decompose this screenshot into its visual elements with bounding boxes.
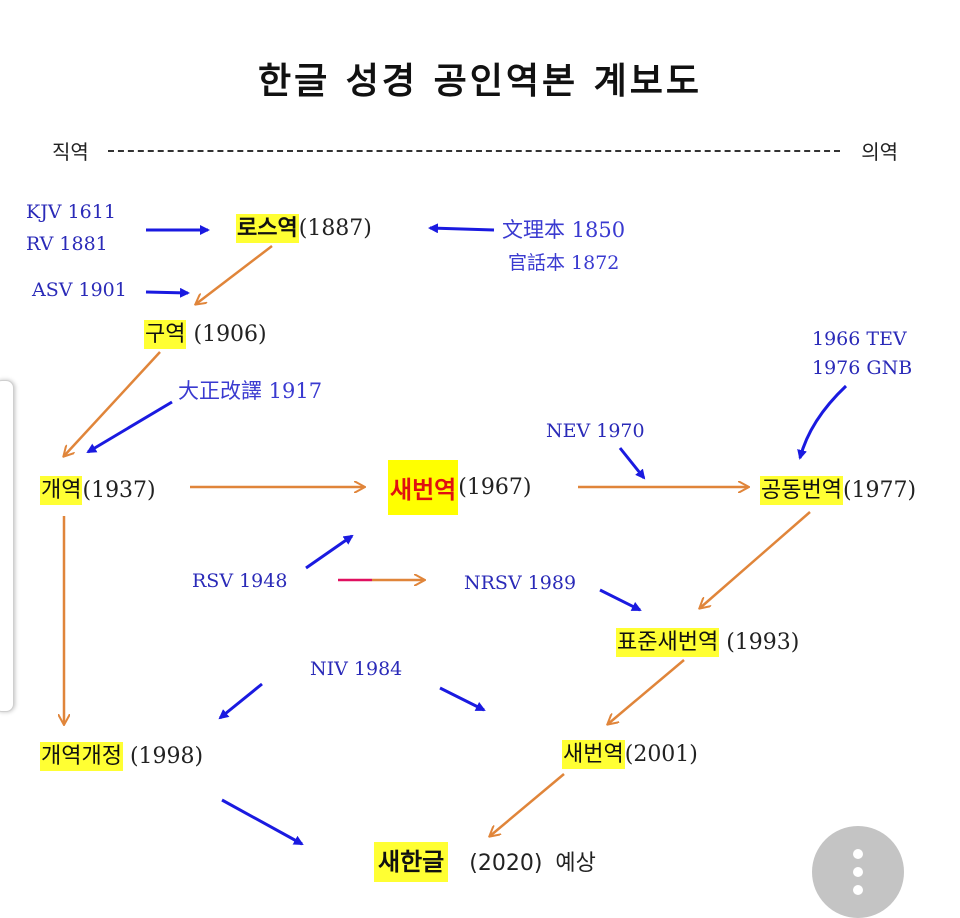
arrow-niv-to-revised2: [218, 682, 263, 720]
node-standard: 표준새번역 (1993): [616, 624, 800, 657]
node-revised-year: (1937): [82, 478, 156, 503]
axis-label-dynamic: 의역: [861, 140, 898, 164]
literal-dynamic-axis: 직역 의역: [52, 136, 898, 166]
arrow-taisho-to-revised: [86, 400, 173, 454]
node-old: 구역 (1906): [144, 316, 267, 349]
arrow-nrsv-to-standard: [599, 588, 642, 612]
node-common-year: (1977): [842, 478, 917, 503]
node-common-name: 공동번역: [760, 476, 843, 505]
node-new: 새번역(1967): [388, 460, 531, 515]
source-mandarin: 官話本 1872: [508, 252, 620, 274]
arrow-old-to-revised: [64, 351, 161, 456]
node-new-name: 새번역: [388, 460, 459, 515]
arrow-niv-to-new2: [439, 686, 486, 712]
node-new2: 새번역(2001): [562, 736, 698, 769]
node-newhangul: 새한글 (2020) 예상: [374, 842, 596, 882]
node-revised2-year: (1998): [122, 744, 204, 769]
node-revised: 개역(1937): [40, 472, 156, 505]
source-nev: NEV 1970: [546, 420, 645, 442]
source-tev: 1966 TEV: [812, 328, 907, 350]
node-old-name: 구역: [144, 320, 187, 349]
arrow-chinese-to-ross: [428, 223, 495, 234]
more-dot-icon: [853, 849, 863, 859]
source-niv: NIV 1984: [310, 658, 403, 680]
arrow-tev-to-common: [797, 384, 848, 460]
more-options-button[interactable]: [812, 826, 904, 918]
node-ross-year: (1887): [298, 216, 372, 241]
node-new2-name: 새번역: [562, 740, 625, 769]
source-rv: RV 1881: [26, 233, 108, 255]
more-dot-icon: [853, 867, 863, 877]
node-newhangul-name: 새한글: [374, 842, 449, 882]
node-revised2: 개역개정 (1998): [40, 738, 204, 771]
node-new2-year: (2001): [624, 742, 698, 767]
source-nrsv: NRSV 1989: [464, 572, 577, 594]
arrow-revised2-to-newhangul: [221, 798, 304, 846]
arrow-rsv-to-new: [305, 534, 354, 570]
node-standard-name: 표준새번역: [616, 628, 720, 657]
axis-dashed-line: [108, 150, 840, 152]
diagram-title: 한글 성경 공인역본 계보도: [258, 61, 702, 102]
node-revised-name: 개역: [40, 476, 83, 505]
source-taisho: 大正改譯 1917: [178, 379, 323, 403]
axis-label-literal: 직역: [52, 140, 89, 164]
arrow-ross-to-old: [196, 245, 273, 304]
arrow-nev-to-common-line: [618, 447, 646, 480]
source-rsv: RSV 1948: [192, 570, 288, 592]
source-wenli: 文理本 1850: [502, 218, 626, 242]
node-old-year: (1906): [193, 322, 267, 347]
node-common: 공동번역(1977): [760, 472, 917, 505]
source-asv: ASV 1901: [32, 279, 127, 301]
arrow-asv-to-old: [145, 287, 190, 298]
node-newhangul-year: (2020): [469, 851, 543, 876]
arrow-common-to-standard: [700, 511, 811, 608]
arrow-new2-to-newhangul: [490, 773, 565, 836]
node-newhangul-note: 예상: [555, 851, 596, 876]
node-new-year: (1967): [458, 475, 532, 500]
side-scroll-tab[interactable]: [0, 380, 14, 712]
node-ross: 로스역(1887): [236, 210, 372, 243]
source-gnb: 1976 GNB: [812, 357, 913, 379]
more-dot-icon: [853, 885, 863, 895]
node-revised2-name: 개역개정: [40, 742, 123, 771]
node-standard-year: (1993): [719, 630, 800, 655]
source-kjv: KJV 1611: [26, 201, 116, 223]
node-ross-name: 로스역: [236, 214, 299, 243]
arrow-standard-to-new2: [608, 659, 685, 724]
